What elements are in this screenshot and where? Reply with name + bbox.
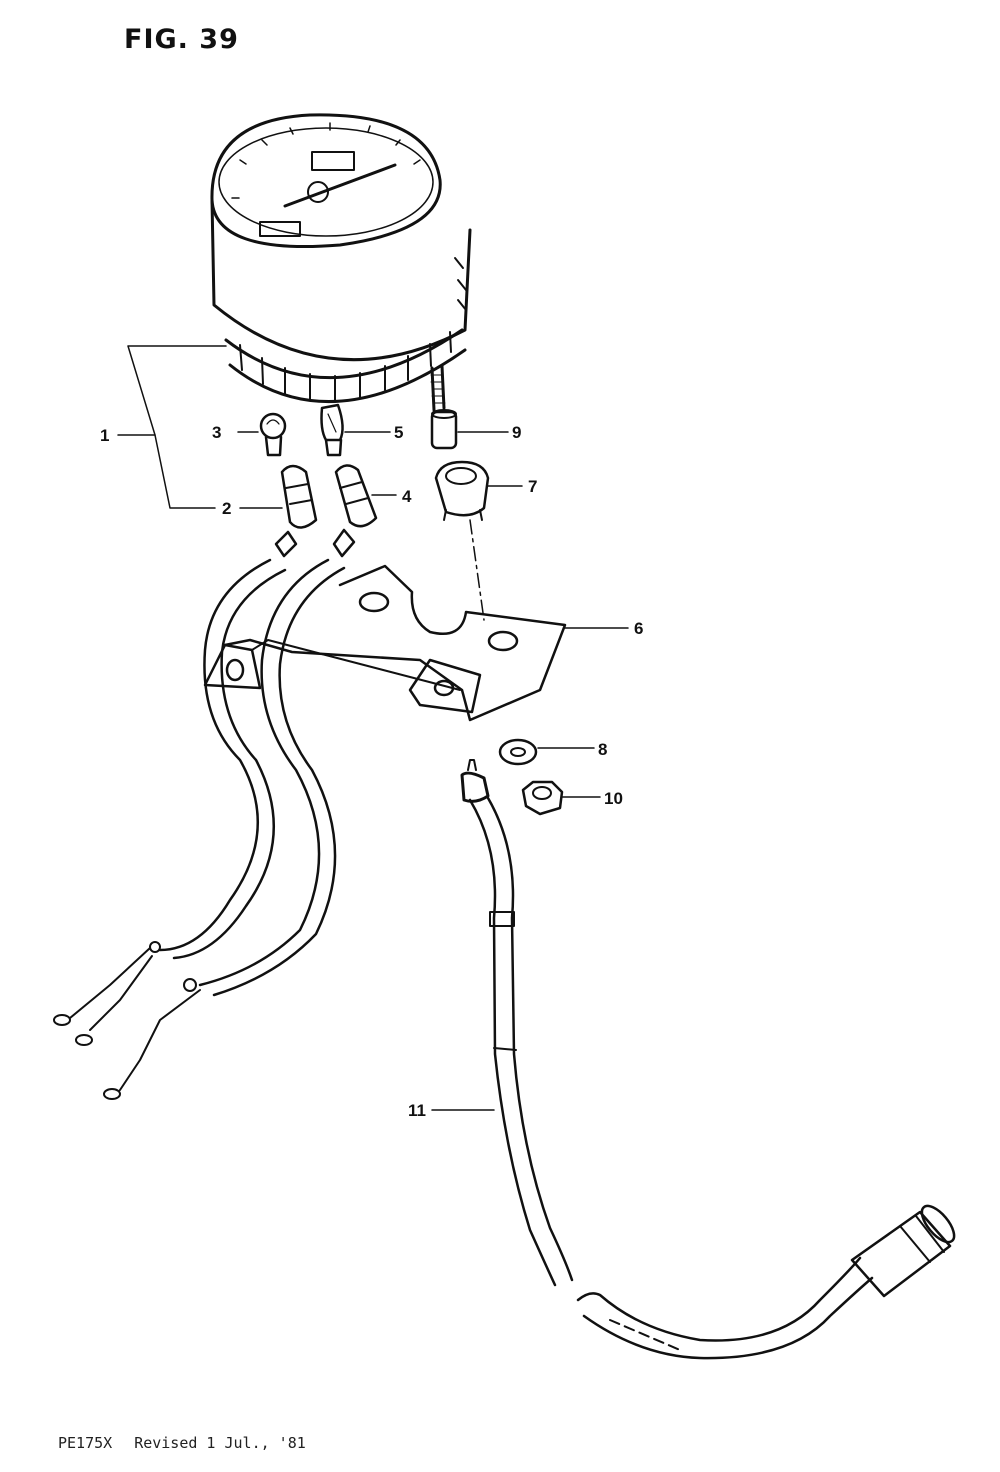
callout-1: 1 (100, 426, 109, 445)
footer-model: PE175X (58, 1434, 113, 1452)
callout-8: 8 (598, 740, 607, 759)
callout-5: 5 (394, 423, 403, 442)
callout-11: 11 (408, 1101, 426, 1120)
speedometer-gauge (210, 113, 472, 412)
figure-title: FIG. 39 (124, 24, 239, 55)
callout-6: 6 (634, 619, 643, 638)
callout-9: 9 (512, 423, 521, 442)
rubber-grommet (434, 460, 490, 521)
callout-10: 10 (604, 789, 623, 808)
leader-lines (117, 345, 629, 1111)
spacer-collar (430, 409, 458, 450)
hex-nut (521, 780, 564, 816)
callout-2: 2 (222, 499, 231, 518)
wire-harness (53, 558, 346, 1100)
bulb-right (320, 403, 344, 457)
speedometer-cable (460, 759, 956, 1360)
socket-left (274, 464, 318, 558)
callout-4: 4 (402, 487, 412, 506)
callout-3: 3 (212, 423, 221, 442)
page-footer: PE175X Revised 1 Jul., '81 (58, 1434, 328, 1452)
footer-revision: Revised 1 Jul., '81 (134, 1434, 306, 1452)
bulb-left (259, 412, 287, 457)
washer (498, 738, 538, 766)
callout-7: 7 (528, 477, 537, 496)
socket-right (332, 464, 378, 558)
mounting-bracket (203, 564, 567, 722)
